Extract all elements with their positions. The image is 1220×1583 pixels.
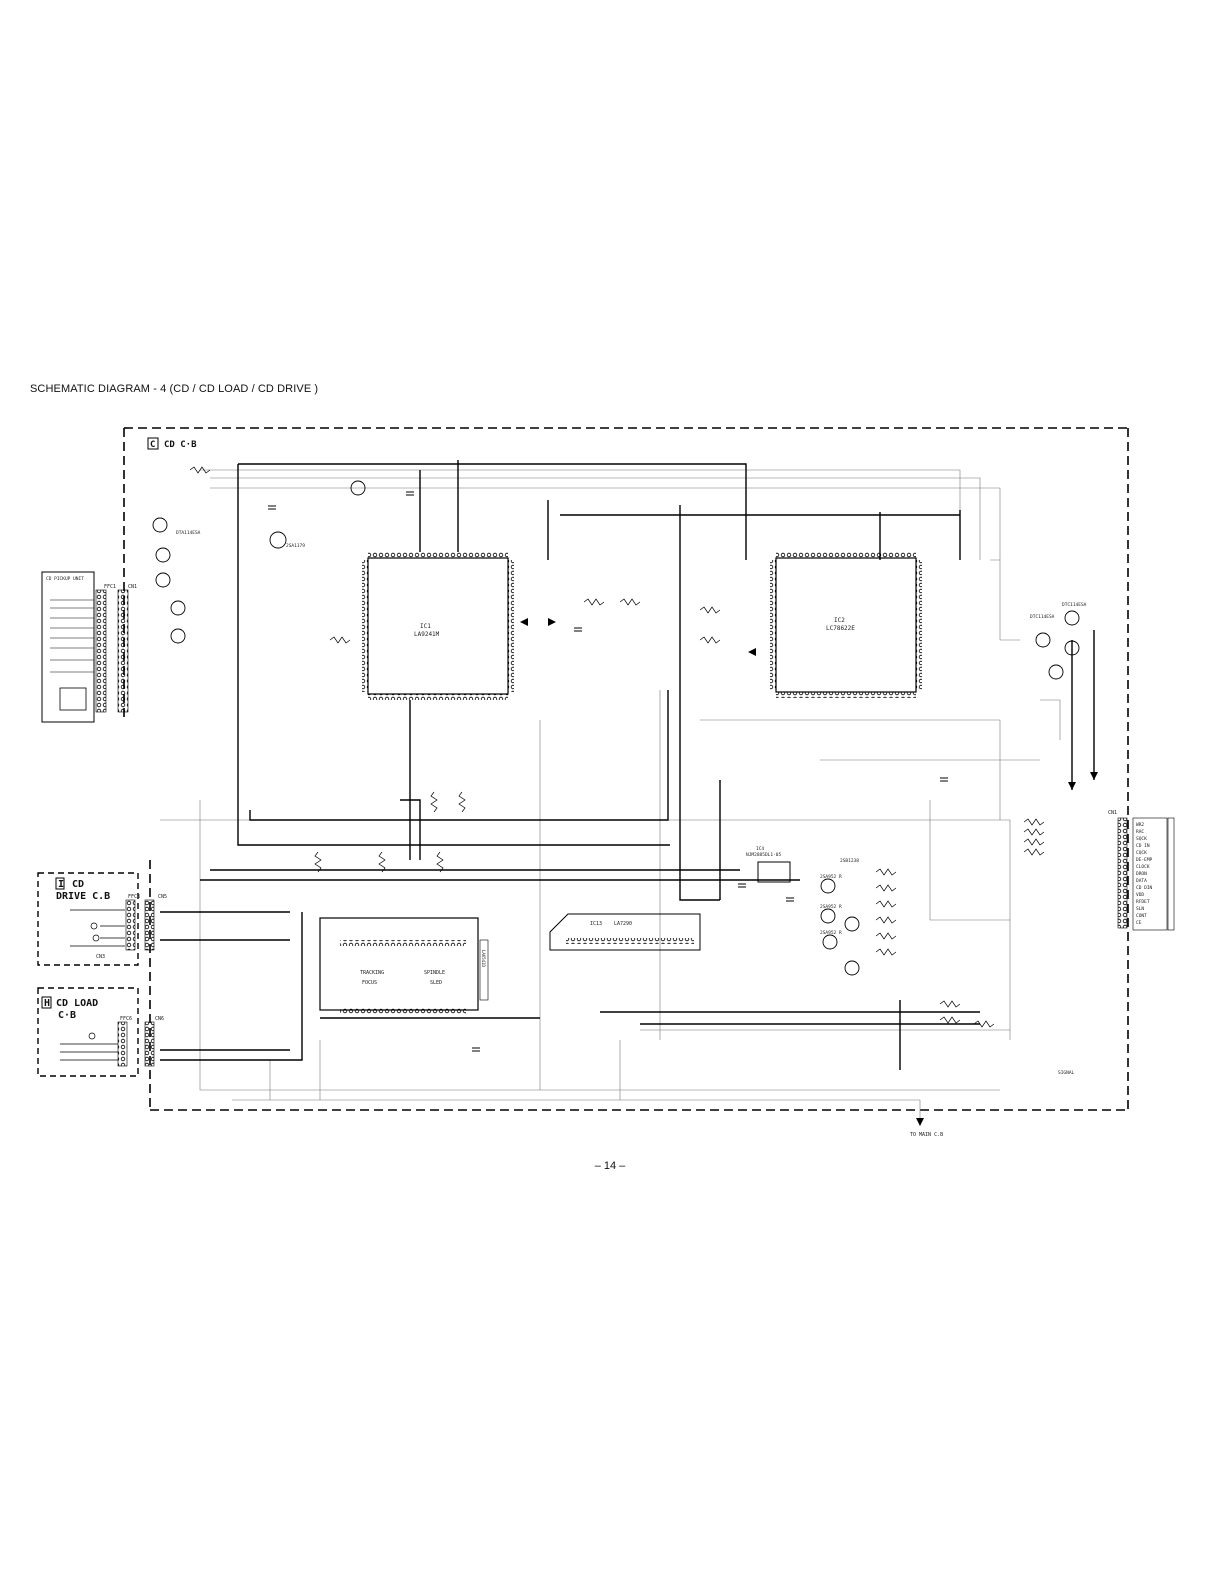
svg-text:C·B: C·B	[58, 1010, 76, 1021]
svg-text:CN6: CN6	[155, 1016, 164, 1022]
resistors	[189, 466, 1045, 1028]
svg-text:FFC1: FFC1	[104, 584, 116, 590]
cd-drive-board: I CD DRIVE C.B CN3	[37, 872, 139, 966]
svg-text:IC1: IC1	[420, 623, 431, 630]
pickup-unit: CD PICKUP UNIT	[41, 571, 95, 723]
svg-text:DRON: DRON	[1136, 871, 1147, 877]
svg-text:VDD: VDD	[1136, 892, 1144, 898]
svg-text:CD: CD	[72, 879, 84, 890]
svg-text:C: C	[150, 440, 155, 450]
svg-text:CQCK: CQCK	[1136, 850, 1147, 856]
svg-text:CD C·B: CD C·B	[164, 440, 197, 450]
svg-text:CE: CE	[1136, 920, 1142, 926]
svg-text:H: H	[44, 998, 50, 1009]
cn1-pin-labels: WR2 RAC SQCK CD IN CQCK DE-EMP CLOCK DRO…	[1136, 822, 1153, 926]
svg-text:SLN: SLN	[1136, 906, 1144, 912]
svg-text:RAC: RAC	[1136, 829, 1144, 835]
svg-text:CN1: CN1	[128, 584, 137, 590]
svg-text:2SA952 R: 2SA952 R	[820, 904, 842, 910]
svg-text:CLOCK: CLOCK	[1136, 864, 1150, 870]
svg-text:2SB1238: 2SB1238	[840, 858, 859, 864]
connector-main: CN1	[1108, 810, 1175, 931]
svg-text:DTC114ESA: DTC114ESA	[1062, 602, 1087, 608]
connector-ffc1: FFC1 CN1	[95, 584, 137, 713]
svg-text:DTA114ESA: DTA114ESA	[176, 530, 201, 536]
signal-arrows	[520, 618, 1098, 1126]
svg-text:CD DIN: CD DIN	[1136, 885, 1153, 891]
svg-text:2SA1179: 2SA1179	[286, 543, 305, 549]
ic3-chip: TRACKING SPINDLE FOCUS SLED LA6541D	[319, 917, 489, 1014]
svg-text:FFC6: FFC6	[120, 1016, 132, 1022]
cd-board-outline	[123, 427, 1129, 1111]
svg-text:WR2: WR2	[1136, 822, 1144, 828]
page-number: – 14 –	[594, 1160, 626, 1172]
svg-text:DRIVE C.B: DRIVE C.B	[56, 891, 110, 902]
ic4-regulator: IC4 NJM2885DL1-05	[746, 846, 791, 883]
svg-text:DE-EMP: DE-EMP	[1136, 857, 1153, 863]
svg-text:TRACKING: TRACKING	[360, 970, 384, 976]
thin-wiring	[160, 469, 1061, 1126]
ic13-chip: IC13 LA7290	[549, 913, 701, 951]
cd-board-label: C CD C·B	[147, 437, 197, 450]
svg-text:LA9241M: LA9241M	[414, 631, 440, 638]
svg-text:TO MAIN C.B: TO MAIN C.B	[910, 1132, 943, 1138]
svg-text:SIGNAL: SIGNAL	[1058, 1070, 1075, 1076]
misc-labels: TO MAIN C.B SIGNAL	[910, 1070, 1075, 1138]
svg-text:IC13: IC13	[590, 921, 602, 927]
svg-text:2SA952 R: 2SA952 R	[820, 874, 842, 880]
cd-load-board: H CD LOAD C·B	[37, 987, 139, 1077]
svg-text:CN1: CN1	[1108, 810, 1117, 816]
svg-text:LC78622E: LC78622E	[826, 625, 855, 632]
transistor-labels: DTA114ESA 2SA1179 DTC114ESA DTC114ESA 2S…	[176, 530, 1087, 936]
svg-text:CD IN: CD IN	[1136, 843, 1150, 849]
svg-text:2SA952 R: 2SA952 R	[820, 930, 842, 936]
svg-text:CN5: CN5	[158, 894, 167, 900]
ic2-chip: IC2 LC78622E	[770, 552, 922, 698]
svg-text:SPINDLE: SPINDLE	[424, 970, 445, 976]
transistors	[152, 480, 1080, 976]
svg-text:RFDET: RFDET	[1136, 899, 1150, 905]
connector-ffc3: FFC3 CN5	[125, 894, 167, 951]
svg-text:I: I	[58, 879, 64, 890]
svg-text:CD PICKUP UNIT: CD PICKUP UNIT	[46, 576, 84, 582]
svg-text:CD LOAD: CD LOAD	[56, 998, 98, 1009]
connector-ffc6: FFC6 CN6	[117, 1016, 164, 1067]
svg-text:DATA: DATA	[1136, 878, 1147, 884]
svg-text:SLED: SLED	[430, 980, 442, 986]
svg-text:DTC114ESA: DTC114ESA	[1030, 614, 1055, 620]
svg-text:NJM2885DL1-05: NJM2885DL1-05	[746, 852, 782, 858]
heavy-wiring	[160, 460, 1095, 1070]
svg-text:IC4: IC4	[756, 846, 764, 852]
svg-text:FFC3: FFC3	[128, 894, 140, 900]
capacitors	[268, 491, 948, 1052]
svg-text:CONT: CONT	[1136, 913, 1147, 919]
svg-text:FOCUS: FOCUS	[362, 980, 377, 986]
svg-text:SQCK: SQCK	[1136, 836, 1147, 842]
svg-text:LA7290: LA7290	[614, 921, 632, 927]
svg-text:IC2: IC2	[834, 617, 845, 624]
page-title: SCHEMATIC DIAGRAM - 4 (CD / CD LOAD / CD…	[30, 383, 319, 395]
svg-text:CN3: CN3	[96, 954, 105, 960]
ic1-chip: IC1 LA9241M	[362, 552, 514, 700]
svg-text:LA6541D: LA6541D	[481, 950, 486, 967]
